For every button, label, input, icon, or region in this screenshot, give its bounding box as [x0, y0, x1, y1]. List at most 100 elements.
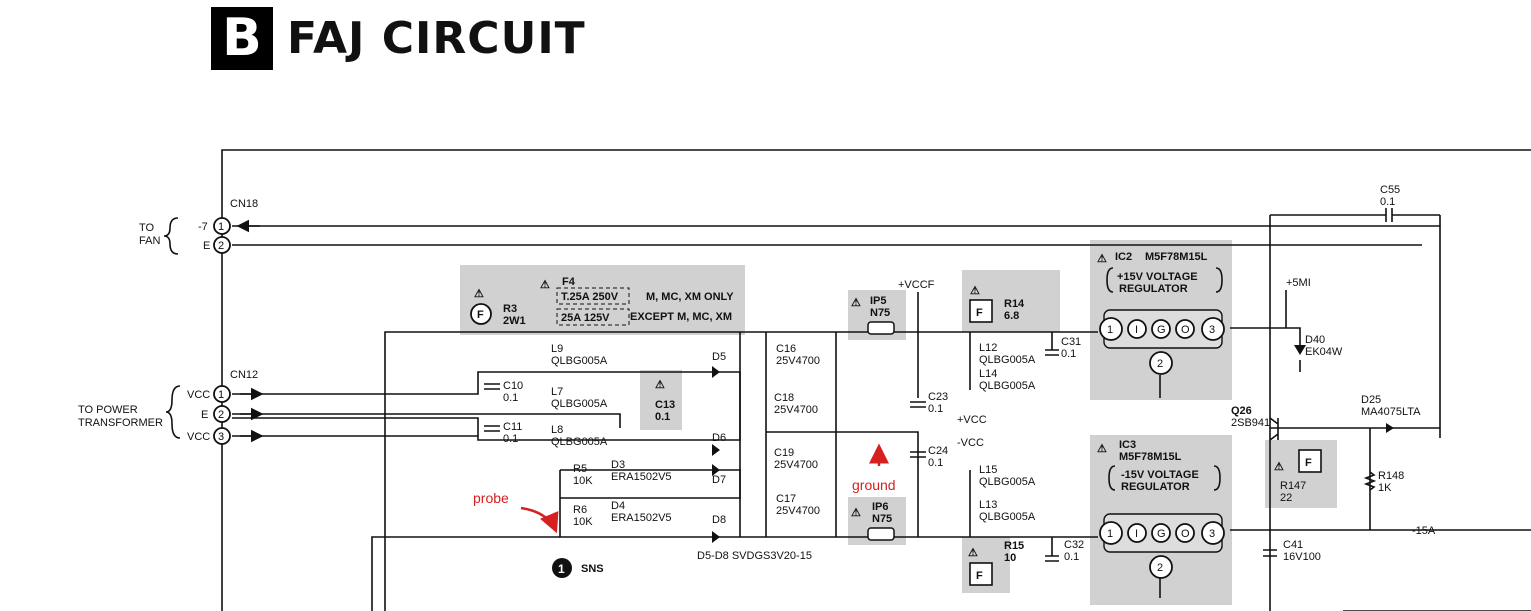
ic2-pin-2: [1149, 351, 1173, 375]
probe-arrow: [520, 506, 559, 534]
ip6-value: N75: [872, 513, 892, 525]
c13-shaded-region: [640, 370, 682, 430]
c19-value: 25V4700: [774, 459, 818, 471]
ic2-pin-o-label: O: [1181, 324, 1190, 336]
cn12-pin1-name: VCC: [187, 389, 210, 401]
d25-value: MA4075LTA: [1361, 406, 1421, 418]
c10-ref: C10: [503, 380, 523, 392]
d40-value: EK04W: [1305, 346, 1343, 358]
l12-value: QLBG005A: [979, 354, 1036, 366]
l14-value: QLBG005A: [979, 380, 1036, 392]
ic3-pin-i-label: I: [1135, 528, 1138, 540]
ic3-pin-g: [1151, 523, 1171, 543]
r6-ref: R6: [573, 504, 587, 516]
cn12-pin-3-num: 3: [218, 431, 224, 443]
l7-value: QLBG005A: [551, 398, 608, 410]
c16-ref: C16: [776, 343, 796, 355]
cn18-pin-2: [213, 236, 231, 254]
q26-ref: Q26: [1231, 405, 1252, 417]
fuse-symbol-f: F: [477, 309, 484, 321]
ic2-pin-g: [1151, 319, 1171, 339]
c31-value: 0.1: [1061, 348, 1076, 360]
cn18-pin-1-num: 1: [218, 221, 224, 233]
c41-ref: C41: [1283, 539, 1303, 551]
warning-icon: ⚠: [474, 288, 484, 300]
c18-ref: C18: [774, 392, 794, 404]
ic3-pin-3: [1201, 521, 1225, 545]
ground-annotation: ground: [852, 477, 896, 493]
c32-ref: C32: [1064, 539, 1084, 551]
c11-value: 0.1: [503, 433, 518, 445]
ic2-line2: REGULATOR: [1119, 283, 1188, 295]
warning-icon: ⚠: [1097, 443, 1107, 455]
l14-ref: L14: [979, 368, 997, 380]
d25-ref: D25: [1361, 394, 1381, 406]
ic2-pin-g-label: G: [1157, 324, 1166, 336]
r15-value: 10: [1004, 552, 1016, 564]
c41-symbol: [1263, 549, 1277, 557]
n15a-label: -15A: [1412, 525, 1436, 537]
c41-value: 16V100: [1283, 551, 1321, 563]
ic3-ref: IC3: [1119, 439, 1136, 451]
ic3-line2: REGULATOR: [1121, 481, 1190, 493]
p5mi-label: +5MI: [1286, 277, 1311, 289]
sns-label: SNS: [581, 563, 604, 575]
r147-f-box: [1298, 449, 1322, 473]
r148-ref: R148: [1378, 470, 1404, 482]
r14-f-box: [969, 299, 993, 323]
ip5-value: N75: [870, 307, 890, 319]
c10-c11-symbols: [484, 383, 500, 432]
ic2-pin-1: [1099, 317, 1123, 341]
d4-ref: D4: [611, 500, 625, 512]
ip6-fuse: [867, 527, 895, 541]
c11-ref: C11: [503, 421, 522, 433]
r14-f-symbol: F: [976, 307, 983, 319]
c23-value: 0.1: [928, 403, 943, 415]
ic3-brackets: [1108, 465, 1221, 491]
cn12-pin-1-num: 1: [218, 389, 224, 401]
ic2-pin-o: [1175, 319, 1195, 339]
d3-ref: D3: [611, 459, 625, 471]
ic3-pin-2-num: 2: [1157, 562, 1163, 574]
r147-ref: R147: [1280, 480, 1306, 492]
r148-symbol: [1363, 471, 1377, 491]
r15-f-symbol: F: [976, 570, 983, 582]
d6-ref: D6: [712, 432, 726, 444]
section-badge: B: [211, 7, 273, 70]
warning-icon: ⚠: [1274, 461, 1284, 473]
r147-value: 22: [1280, 492, 1292, 504]
c16-value: 25V4700: [776, 355, 820, 367]
l15-value: QLBG005A: [979, 476, 1036, 488]
r3-value: 2W1: [503, 315, 526, 327]
d40-ref: D40: [1305, 334, 1325, 346]
r15-ref: R15: [1004, 540, 1024, 552]
d40-symbol: [1294, 345, 1306, 355]
c55-ref: C55: [1380, 184, 1400, 196]
c10-value: 0.1: [503, 392, 518, 404]
c32-value: 0.1: [1064, 551, 1079, 563]
r148-value: 1K: [1378, 482, 1392, 494]
l13-value: QLBG005A: [979, 511, 1036, 523]
wires: [221, 149, 1531, 611]
r6-value: 10K: [573, 516, 593, 528]
cn18-pin1-name: -7: [198, 221, 208, 233]
d5-ref: D5: [712, 351, 726, 363]
cn18-dest-1: TO: [139, 222, 155, 234]
cn18-pin-2-num: 2: [218, 240, 224, 252]
r15-f-box: [969, 562, 993, 586]
cn18-dest-2: FAN: [139, 235, 160, 247]
f4-option2: 25A 125V: [561, 312, 610, 324]
l8-value: QLBG005A: [551, 436, 608, 448]
ic2-ref: IC2: [1115, 251, 1132, 263]
ic3-part: M5F78M15L: [1119, 451, 1182, 463]
d7-ref: D7: [712, 474, 726, 486]
r5-value: 10K: [573, 475, 593, 487]
r14-value: 6.8: [1004, 310, 1019, 322]
warning-icon: ⚠: [1097, 253, 1107, 265]
cn12-pin2-name: E: [201, 409, 208, 421]
warning-icon: ⚠: [970, 285, 980, 297]
ic3-pin-1-num: 1: [1107, 528, 1113, 540]
cn18-brace: [163, 217, 179, 255]
ic2-brackets: [1106, 267, 1223, 293]
sns-terminal: [552, 558, 572, 578]
